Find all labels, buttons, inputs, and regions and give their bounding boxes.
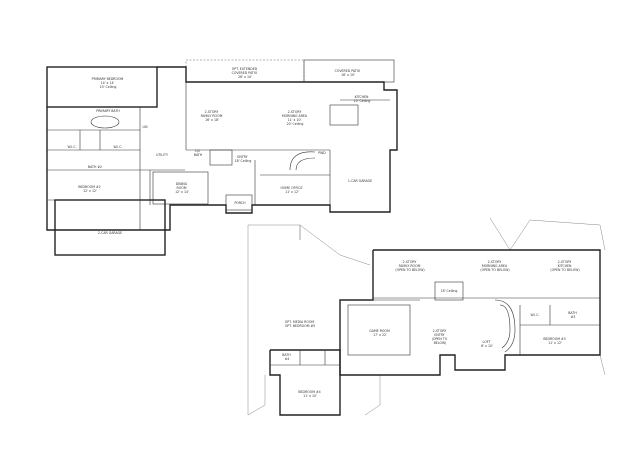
one-car-garage-label: 1-CAR GARAGE — [348, 179, 372, 183]
primary-bath-label: PRIMARY BATH — [96, 109, 120, 113]
opt-covered-patio-label: OPT. EXTENDED COVERED PATIO 26' x 10' — [232, 67, 259, 79]
bath-4-label: BATH #4 — [282, 353, 291, 361]
opt-media-room-label: OPT. MEDIA ROOM OPT. BEDROOM #5 — [285, 320, 315, 328]
half-bath-label: 1/2 BATH — [194, 149, 203, 157]
family-room-label: 2-STORY FAMILY ROOM 16' x 18' — [201, 110, 224, 122]
morning-area-label: 2-STORY MORNING AREA 11' x 10' 20' Ceili… — [282, 110, 308, 126]
bedroom-3-label: BEDROOM #3 11' x 12' — [543, 337, 566, 345]
porch-label: PORCH — [234, 201, 246, 205]
home-office-label: HOME OFFICE 11' x 12' — [280, 186, 303, 194]
entry-label: ENTRY 18' Ceiling — [235, 155, 252, 163]
wic-label: W.I.C. — [68, 145, 77, 149]
morning-open-label: 2-STORY MORNING AREA (OPEN TO BELOW) — [480, 260, 509, 272]
bath-3-label: BATH #3 — [568, 311, 577, 319]
loft-label: LOFT 8' x 10' — [481, 340, 493, 348]
family-open-label: 2-STORY FAMILY ROOM (OPEN TO BELOW) — [395, 260, 424, 272]
powder-label: PWD — [318, 151, 326, 155]
two-car-garage-label: 2-CAR GARAGE — [98, 231, 122, 235]
second-floor-plan — [247, 217, 606, 416]
primary-bedroom-label: PRIMARY BEDROOM 14' x 14' 10' Ceiling — [92, 77, 125, 89]
dining-room-label: DINING ROOM 12' x 14' — [175, 182, 189, 194]
lin-label: LIN — [142, 125, 148, 129]
kitchen-label: KITCHEN 10' Ceiling — [354, 95, 371, 103]
ceiling-label: 18' Ceiling — [441, 289, 458, 293]
entry-open-label: 2-STORY ENTRY (OPEN TO BELOW) — [432, 329, 449, 345]
game-room-label: GAME ROOM 17' x 22' — [369, 329, 390, 337]
covered-patio-label: COVERED PATIO 16' x 10' — [335, 69, 362, 77]
bath-2-label: BATH #2 — [88, 165, 102, 169]
bedroom-2-label: BEDROOM #2 12' x 12' — [78, 185, 101, 193]
kitchen-open-label: 2-STORY KITCHEN (OPEN TO BELOW) — [550, 260, 579, 272]
bedroom-4-label: BEDROOM #4 11' x 10' — [298, 390, 321, 398]
first-floor-plan — [46, 59, 398, 256]
wic-label: W.I.C. — [114, 145, 123, 149]
wic-label: W.I.C. — [531, 313, 540, 317]
utility-label: UTILITY — [156, 153, 168, 157]
